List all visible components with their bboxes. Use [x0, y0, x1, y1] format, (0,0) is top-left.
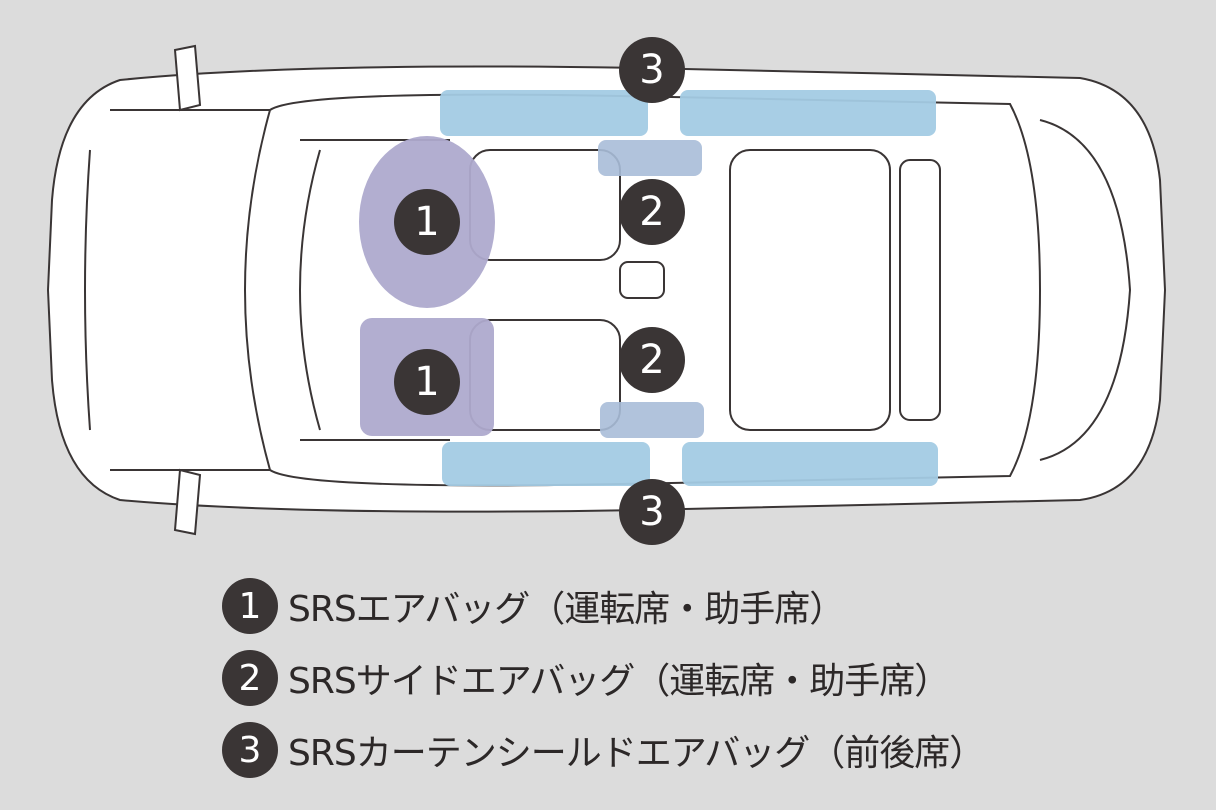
badge-3-top: 3: [639, 47, 664, 93]
badge-3-bottom: 3: [639, 489, 664, 535]
legend-label: SRSエアバッグ（運転席・助手席）: [288, 589, 845, 630]
legend-item-front-airbag: 1 SRSエアバッグ（運転席・助手席）: [222, 578, 845, 634]
legend-label: SRSカーテンシールドエアバッグ（前後席）: [288, 733, 985, 774]
badges: 1 1 2 2 3 3: [394, 37, 685, 545]
curtain-airbag-rear-top: [680, 90, 936, 136]
car-outline: [46, 44, 1167, 536]
badge-2-passenger: 2: [639, 337, 664, 383]
side-airbag-driver: [598, 140, 702, 176]
legend-item-curtain-airbag: 3 SRSカーテンシールドエアバッグ（前後席）: [222, 722, 985, 778]
legend-number: 2: [222, 650, 278, 706]
curtain-airbag-front-top: [440, 90, 648, 136]
badge-1-driver: 1: [414, 199, 439, 245]
legend-label: SRSサイドエアバッグ（運転席・助手席）: [288, 661, 950, 702]
badge-1-passenger: 1: [414, 359, 439, 405]
side-airbag-passenger: [600, 402, 704, 438]
badge-2-driver: 2: [639, 189, 664, 235]
car-top-view-diagram: 1 1 2 2 3 3: [46, 37, 1167, 545]
curtain-airbag-rear-bottom: [682, 442, 938, 486]
legend-number: 1: [222, 578, 278, 634]
legend-item-side-airbag: 2 SRSサイドエアバッグ（運転席・助手席）: [222, 650, 950, 706]
legend-number: 3: [222, 722, 278, 778]
curtain-airbag-front-bottom: [442, 442, 650, 486]
